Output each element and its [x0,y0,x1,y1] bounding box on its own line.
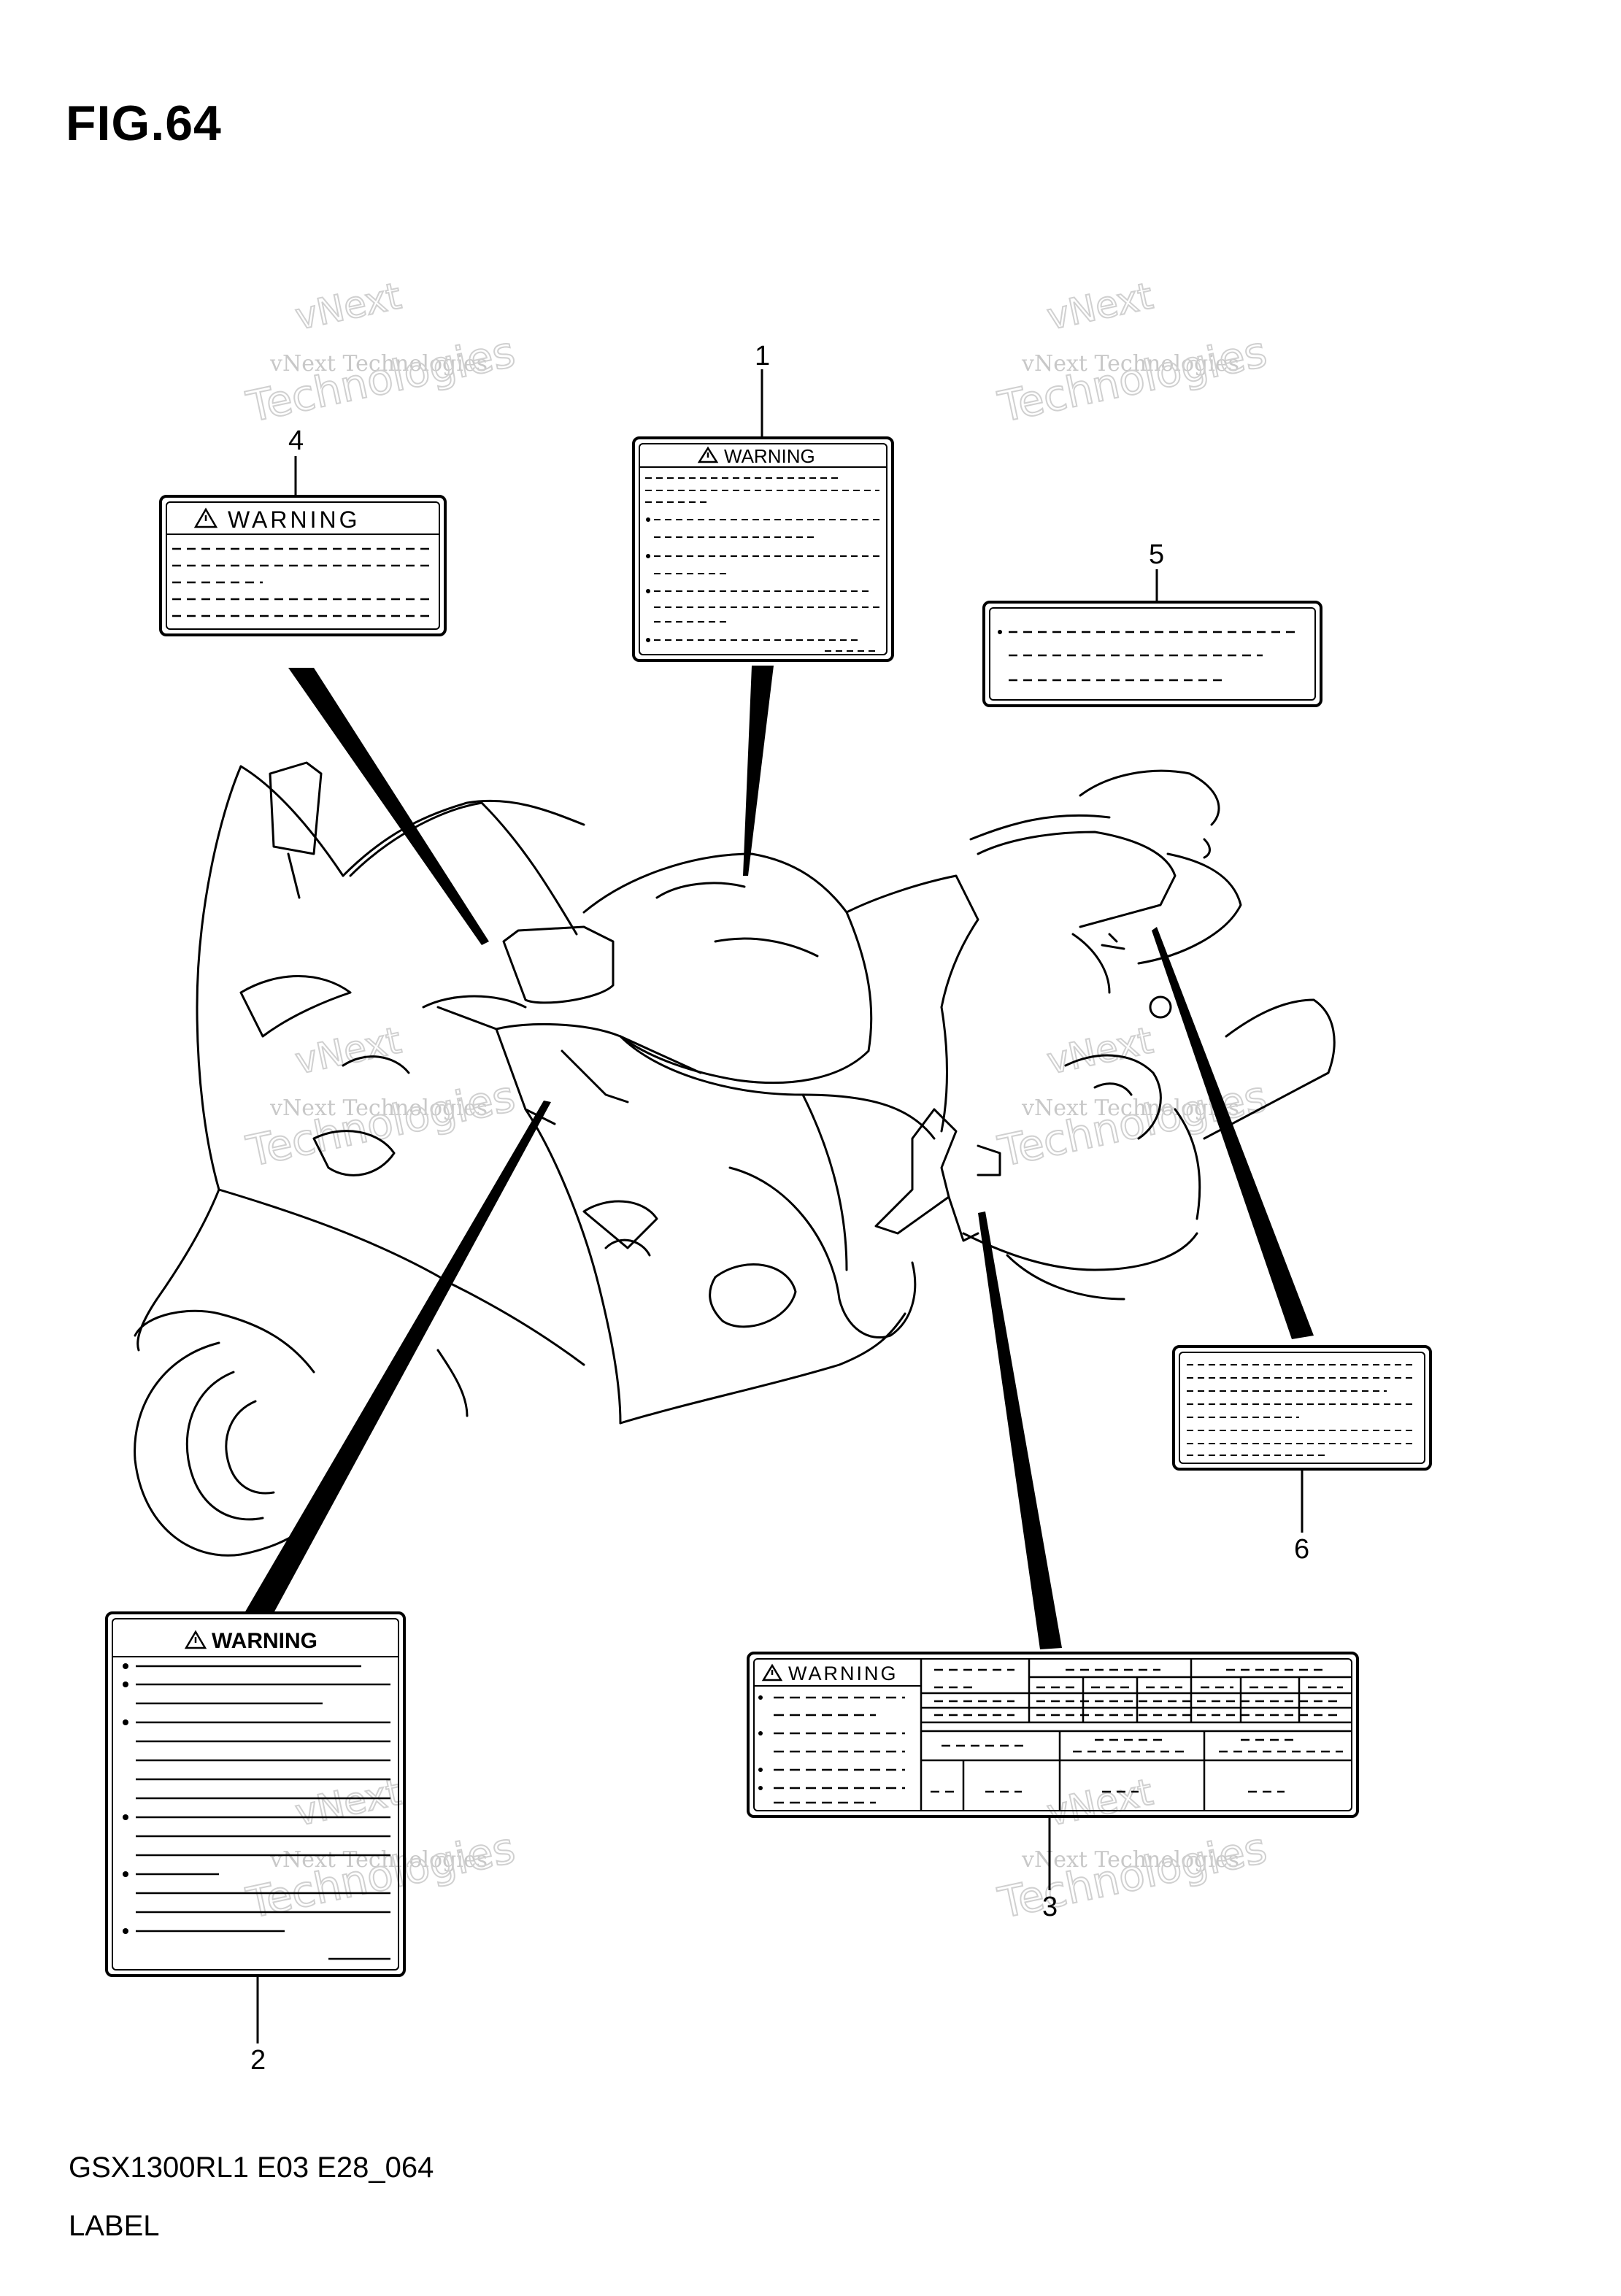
watermark-text: vNext Technologies [1021,1847,1239,1873]
model-code: GSX1300RL1 E03 E28_064 [69,2151,434,2184]
callout-lines [256,369,1304,2043]
watermark-text: vNext [292,274,405,338]
leader-wedge-4 [288,668,489,945]
callout-number: 3 [1042,1892,1058,1922]
figure-title: FIG.64 [66,96,222,151]
leader-wedge-6 [1152,927,1314,1339]
watermark-text: vNext Technologies [1021,1095,1239,1121]
label-1: WARNING [632,436,894,662]
watermark-text: Technologies [994,1823,1271,1928]
watermark-text: vNext [1044,1019,1157,1082]
watermark-text: vNext Technologies [1021,351,1239,377]
label-3: WARNING [747,1652,1359,1818]
motorcycle-drawing [134,761,1336,1557]
label-warning-text: WARNING [788,1663,898,1684]
callout-number: 1 [755,341,770,371]
callout-number: 4 [288,425,304,456]
leader-lines [245,666,1314,1649]
watermark-text: vNext Technologies [269,1095,488,1121]
leader-wedge-3 [978,1211,1062,1649]
callout-number: 6 [1294,1534,1309,1565]
watermark-text: Technologies [242,1071,520,1176]
leader-wedge-2 [245,1101,551,1613]
label-6 [1172,1345,1432,1471]
label-4: WARNING [159,495,447,636]
watermark-text: Technologies [994,327,1271,432]
watermark-text: vNext [292,1019,405,1082]
part-group-name: LABEL [69,2210,160,2242]
callout-number: 2 [250,2045,266,2076]
watermark-text: vNext [292,1771,405,1834]
label-warning-text: WARNING [228,506,360,533]
watermark-text: vNext Technologies [269,1847,488,1873]
watermark-text: Technologies [242,327,520,432]
callout-number: 5 [1149,539,1164,570]
watermark-text: vNext Technologies [269,351,488,377]
label-warning-text: WARNING [212,1629,317,1653]
label-2: WARNING [105,1611,406,1977]
label-5 [982,601,1322,707]
watermark-text: vNext [1044,274,1157,338]
label-warning-text: WARNING [724,445,815,467]
leader-wedge-1 [743,666,774,876]
